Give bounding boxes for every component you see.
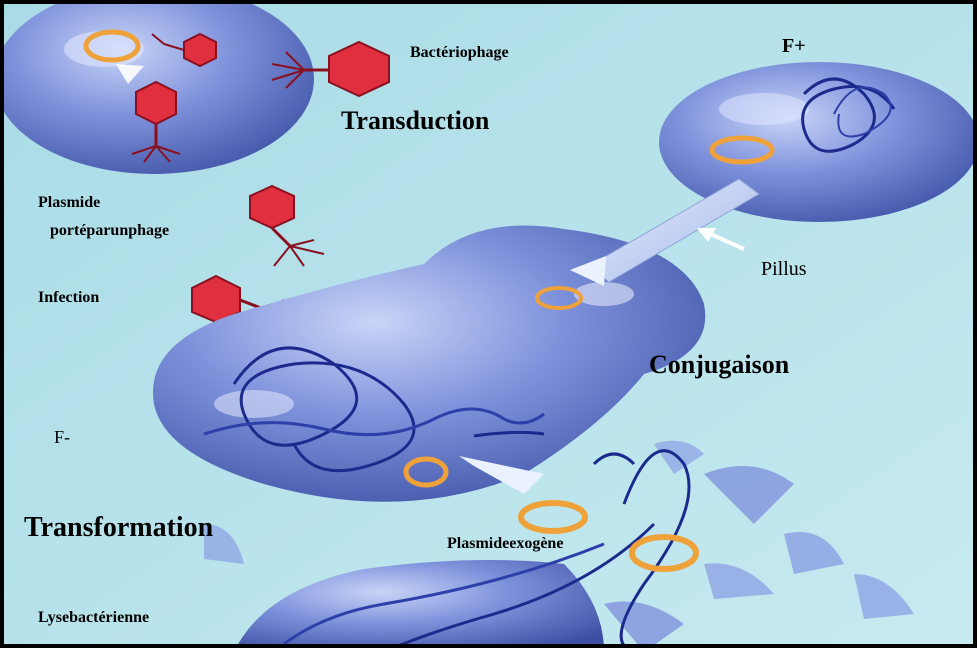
- label-plasmide-exogene: Plasmideexogène: [447, 536, 563, 552]
- label-transformation: Transformation: [24, 514, 213, 542]
- label-plasmide: Plasmide: [38, 195, 100, 211]
- label-porte-par-un-phage: portéparunphage: [50, 223, 169, 239]
- label-f-plus: F+: [782, 36, 806, 56]
- label-conjugaison: Conjugaison: [649, 352, 789, 378]
- label-lyse-bacterienne: Lysebactérienne: [38, 610, 149, 626]
- label-pillus: Pillus: [761, 259, 807, 279]
- label-f-minus: F-: [54, 428, 70, 446]
- label-transduction: Transduction: [341, 108, 489, 134]
- label-infection: Infection: [38, 290, 99, 306]
- label-bacteriophage: Bactériophage: [410, 45, 509, 61]
